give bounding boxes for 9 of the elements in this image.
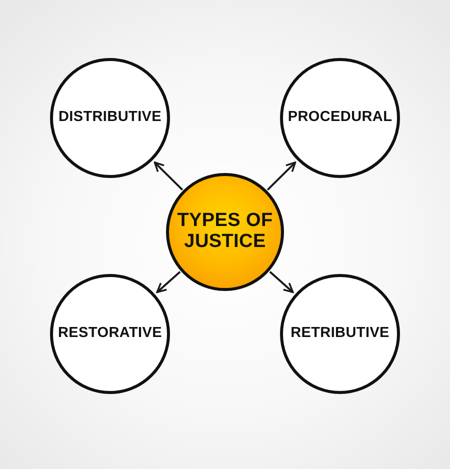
arrow [154,162,184,191]
node-label: RESTORATIVE [58,326,162,342]
node-label: TYPES OF JUSTICE [176,211,274,253]
arrow [156,271,181,294]
arrow [266,162,296,191]
node-label: DISTRIBUTIVE [58,110,162,126]
node-label: RETRIBUTIVE [290,326,390,342]
node-label: PROCEDURAL [288,110,392,126]
arrow [269,271,294,294]
